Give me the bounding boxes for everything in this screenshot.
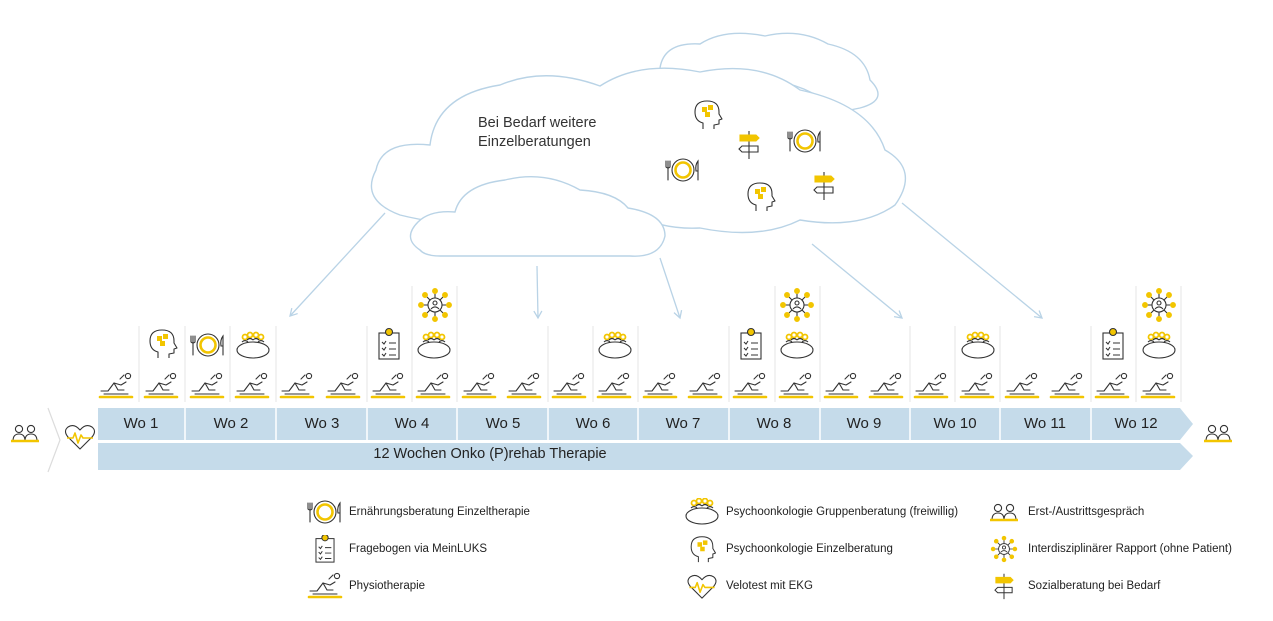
physio-icon [596, 372, 632, 399]
legend-item-nutrition: Ernährungsberatung Einzeltherapie [307, 498, 530, 526]
legend-item-social: Sozialberatung bei Bedarf [986, 572, 1160, 600]
week-bar [98, 408, 1193, 440]
rapport-icon [1142, 288, 1176, 322]
physio-icon [415, 372, 451, 399]
physio-icon [370, 372, 406, 399]
week-label: Wo 7 [665, 415, 701, 432]
physio-icon [687, 372, 723, 399]
physio-icon [461, 372, 497, 399]
person-pair-icon [988, 503, 1020, 522]
week-label: Wo 4 [394, 415, 430, 432]
arrow [811, 243, 904, 319]
questionnaire-icon [740, 327, 762, 360]
week-label: Wo 12 [1114, 415, 1158, 432]
program-label: 12 Wochen Onko (P)rehab Therapie [373, 446, 607, 462]
arrow [659, 257, 683, 320]
physio-icon [551, 372, 587, 399]
legend-label: Psychoonkologie Gruppenberatung (freiwil… [726, 506, 959, 518]
rapport-icon [418, 288, 452, 322]
week-dividers [184, 408, 1092, 440]
group-icon [236, 331, 270, 359]
plate-icon [189, 332, 225, 358]
psycho-single-icon [690, 536, 717, 563]
physio-icon [1004, 372, 1040, 399]
legend-label: Erst-/Austrittsgespräch [1028, 506, 1145, 518]
physio-icon [913, 372, 949, 399]
week-label: Wo 2 [213, 415, 249, 432]
physio-icon [98, 372, 134, 399]
physio-icon [959, 372, 995, 399]
group-icon [685, 498, 719, 525]
physio-row [98, 372, 1176, 399]
psycho-single-icon [149, 329, 178, 359]
velotest-heart-icon [687, 574, 717, 599]
velotest-heart-icon [64, 424, 96, 450]
arrows [289, 202, 1044, 320]
physio-icon [1140, 372, 1176, 399]
legend-label: Sozialberatung bei Bedarf [1028, 580, 1161, 592]
group-icon [1142, 331, 1176, 359]
plate-icon [307, 499, 342, 525]
chevron-divider [47, 407, 61, 473]
program-bar [98, 443, 1193, 470]
week-label: Wo 9 [846, 415, 882, 432]
physio-icon [732, 372, 768, 399]
legend-label: Fragebogen via MeinLUKS [349, 543, 488, 555]
legend-item-questionnaire: Fragebogen via MeinLUKS [307, 535, 487, 563]
week-label: Wo 5 [485, 415, 521, 432]
group-icon [598, 331, 632, 359]
legend-item-group: Psychoonkologie Gruppenberatung (freiwil… [684, 498, 958, 526]
physio-icon [778, 372, 814, 399]
week-label: Wo 8 [756, 415, 792, 432]
arrow [533, 265, 543, 320]
questionnaire-icon [378, 327, 400, 360]
week-label: Wo 10 [933, 415, 977, 432]
entry-conversation-icon [9, 424, 41, 443]
rapport-icon [780, 288, 814, 322]
physio-icon [189, 372, 225, 399]
legend-label: Velotest mit EKG [726, 580, 813, 592]
physio-icon [506, 372, 542, 399]
physio-icon [642, 372, 678, 399]
physio-icon [1049, 372, 1085, 399]
legend-item-velotest: Velotest mit EKG [684, 572, 813, 600]
week-label: Wo 1 [123, 415, 159, 432]
legend-item-entry-exit: Erst-/Austrittsgespräch [986, 498, 1144, 526]
physio-icon [868, 372, 904, 399]
lower-cloud [409, 175, 666, 257]
week-label: Wo 3 [304, 415, 340, 432]
week-label: Wo 11 [1024, 415, 1066, 432]
physio-icon [279, 372, 315, 399]
physio-icon [1094, 372, 1130, 399]
group-icon [780, 331, 814, 359]
group-icon [961, 331, 995, 359]
arrow [901, 202, 1044, 319]
legend-label: Ernährungsberatung Einzeltherapie [349, 506, 530, 518]
week-label: Wo 6 [575, 415, 611, 432]
arrow [289, 212, 386, 317]
group-icon [417, 331, 451, 359]
legend-label: Interdisziplinärer Rapport (ohne Patient… [1028, 543, 1232, 555]
questionnaire-icon [1102, 327, 1124, 360]
legend-item-psycho-single: Psychoonkologie Einzelberatung [684, 535, 893, 563]
physio-icon [325, 372, 361, 399]
legend-label: Physiotherapie [349, 580, 426, 592]
physio-icon [234, 372, 270, 399]
network-icon [990, 535, 1018, 563]
column-separators [138, 286, 1182, 402]
cloud-text: Bei Bedarf weitere Einzelberatungen [478, 115, 597, 150]
exit-conversation-icon [1202, 424, 1234, 443]
physio-icon [307, 572, 343, 599]
physio-icon [143, 372, 179, 399]
signpost-icon [994, 573, 1014, 600]
legend-item-physio: Physiotherapie [307, 572, 425, 600]
questionnaire-icon [315, 535, 335, 563]
physio-icon [823, 372, 859, 399]
legend-item-rapport: Interdisziplinärer Rapport (ohne Patient… [986, 535, 1232, 563]
legend-label: Psychoonkologie Einzelberatung [726, 543, 893, 555]
